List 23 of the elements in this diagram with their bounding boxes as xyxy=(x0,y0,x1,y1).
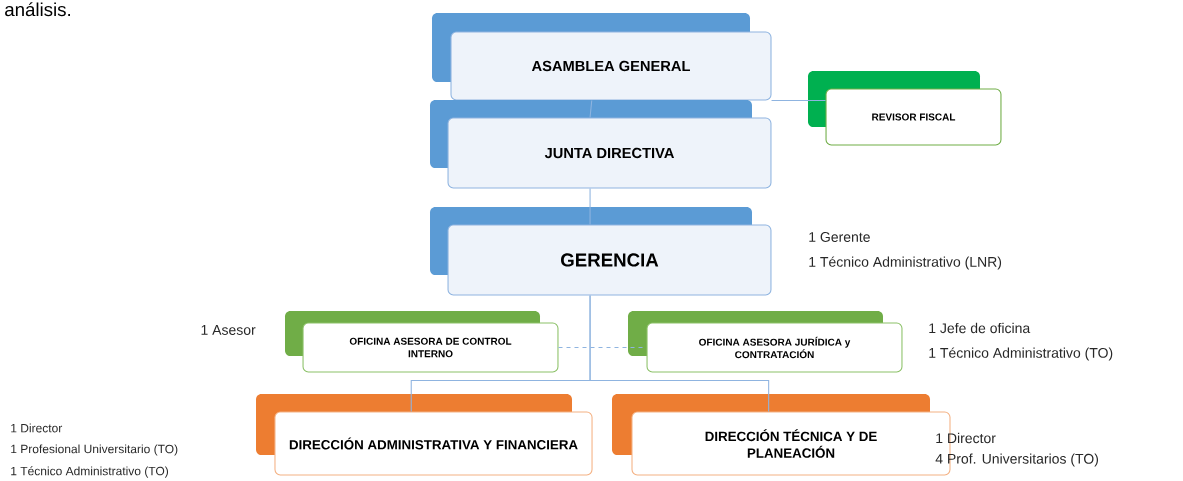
staff-note: 1 Jefe de oficina xyxy=(929,322,1031,334)
connector-line xyxy=(557,346,648,349)
staff-note: 1 Director xyxy=(11,423,63,433)
connector-line xyxy=(771,100,827,102)
staff-note: 1 Asesor xyxy=(201,325,256,335)
staff-note: 1 Técnico Administrativo (TO) xyxy=(929,347,1113,361)
org-box: JUNTA DIRECTIVA xyxy=(430,100,772,189)
org-box: OFICINA ASESORA JURÍDICA y CONTRATACIÓN xyxy=(628,311,903,373)
org-box: DIRECCIÓN ADMINISTRATIVA Y FINANCIERA xyxy=(256,394,593,476)
org-box: ASAMBLEA GENERAL xyxy=(432,13,772,101)
connector-line xyxy=(589,100,593,118)
org-box: GERENCIA xyxy=(430,207,772,296)
staff-note: 1 Técnico Administrativo (TO) xyxy=(11,466,168,478)
staff-note: 1 Gerente xyxy=(809,232,870,242)
staff-note: 4 Prof. Universitarios (TO) xyxy=(935,453,1098,467)
staff-note: 1 Profesional Universitario (TO) xyxy=(11,444,178,456)
org-box: REVISOR FISCAL xyxy=(808,71,1002,146)
staff-note: 1 Técnico Administrativo (LNR) xyxy=(809,256,1002,270)
connector-line xyxy=(589,188,591,225)
org-box: OFICINA ASESORA DE CONTROL INTERNO xyxy=(285,311,559,373)
connector-line xyxy=(589,295,770,413)
staff-note: 1 Director xyxy=(936,432,996,444)
page-text: análisis. xyxy=(5,2,70,17)
